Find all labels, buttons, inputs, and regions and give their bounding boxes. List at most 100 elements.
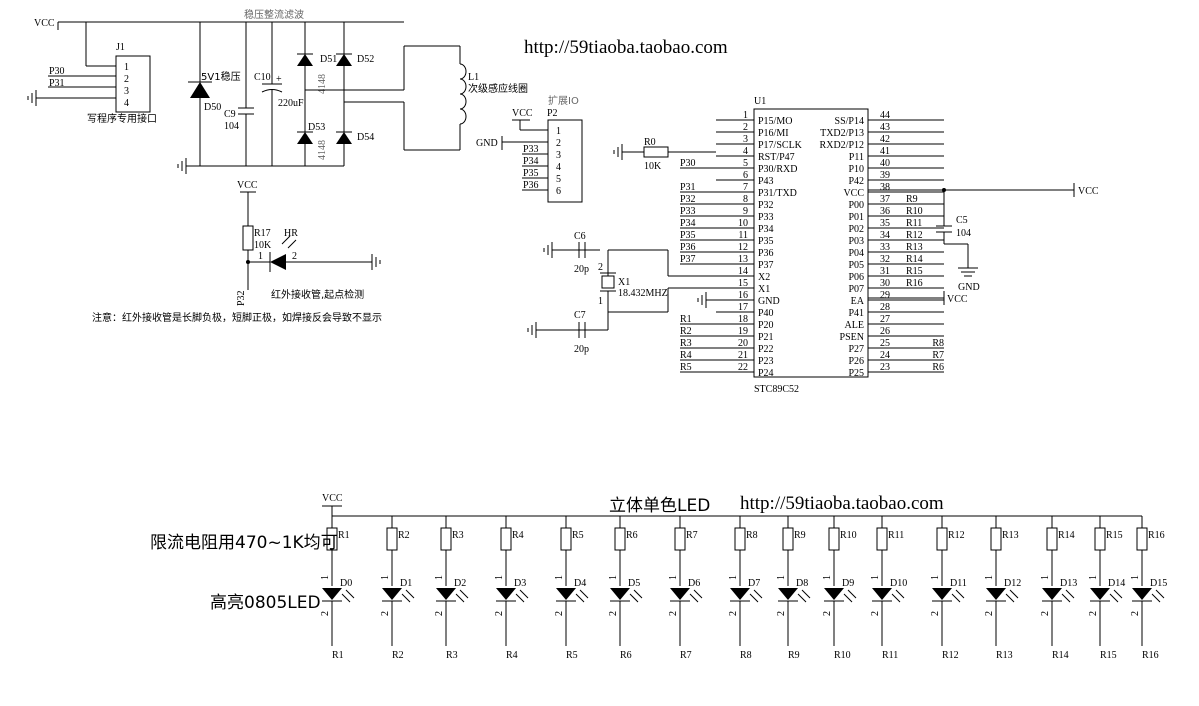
resistor-ref: R7 <box>686 530 698 541</box>
resistor-ref: R16 <box>1148 530 1165 541</box>
mcu-pin-number: 20 <box>738 338 748 349</box>
diode-ref: D52 <box>357 54 374 65</box>
led-pin: 2 <box>930 611 941 616</box>
light-ray <box>955 589 965 599</box>
p2-pin: 3 <box>556 150 561 161</box>
resistor-icon <box>386 527 398 551</box>
led-pin: 1 <box>822 575 833 580</box>
ground-icon <box>371 254 381 270</box>
mcu-pin-name: P21 <box>758 332 774 343</box>
resistor-ref: R9 <box>794 530 806 541</box>
mcu-pin-number: 41 <box>880 146 890 157</box>
mcu-pin-name: ALE <box>845 320 864 331</box>
light-ray <box>1155 589 1165 599</box>
mcu-net-label: R1 <box>680 314 692 325</box>
led-icon <box>824 588 844 600</box>
resistor-ref: R11 <box>888 530 904 541</box>
mcu-pin-name: P23 <box>758 356 774 367</box>
mcu-pin-number: 15 <box>738 278 748 289</box>
mcu-pin-name: RST/P47 <box>758 152 795 163</box>
hr-pin: 2 <box>292 251 297 262</box>
led-ref: D2 <box>454 578 466 589</box>
r0-value: 10K <box>644 161 662 172</box>
ground-icon <box>527 322 537 338</box>
p2-pin: 1 <box>556 126 561 137</box>
led-net-label: R6 <box>620 650 632 661</box>
mcu-pin-name: P42 <box>848 176 864 187</box>
extension-io: 扩展IO VCC P2 1 2 3 4 5 6 GND P33 P34 P35 … <box>476 94 583 203</box>
led-pin: 1 <box>930 575 941 580</box>
diode-icon <box>297 53 313 66</box>
mcu-net-label: R9 <box>906 194 918 205</box>
led-icon <box>730 588 750 600</box>
mcu-pin-name: RXD2/P12 <box>820 140 864 151</box>
mcu-pin-name: X2 <box>758 272 770 283</box>
capacitor-icon <box>238 107 254 115</box>
inductor-icon <box>459 63 467 125</box>
led-icon <box>1042 588 1062 600</box>
mcu-net-label: R16 <box>906 278 923 289</box>
light-ray <box>633 589 643 599</box>
mcu-net-label: P31 <box>680 182 696 193</box>
led-ref: D4 <box>574 578 586 589</box>
mcu-pin-number: 7 <box>743 182 748 193</box>
mcu-net-label: R4 <box>680 350 692 361</box>
mcu-net-label: R14 <box>906 254 923 265</box>
resistor-ref: R12 <box>948 530 965 541</box>
mcu-pin-name: SS/P14 <box>835 116 864 127</box>
resistor-ref: R5 <box>572 530 584 541</box>
mcu-pin-name: TXD2/P13 <box>820 128 864 139</box>
led-pin: 2 <box>608 611 619 616</box>
led-net-label: R13 <box>996 650 1013 661</box>
mcu-pin-number: 44 <box>880 110 890 121</box>
vcc-label: VCC <box>1078 186 1099 197</box>
photodiode-icon <box>269 235 297 272</box>
ground-icon <box>543 242 553 258</box>
led-icon <box>872 588 892 600</box>
mcu-pin-name: P10 <box>848 164 864 175</box>
mcu-pin-name: P11 <box>849 152 864 163</box>
led-icon <box>1090 588 1110 600</box>
mcu-net-label: P32 <box>680 194 696 205</box>
r17-ref: R17 <box>254 228 271 239</box>
mcu-pin-name: P43 <box>758 176 774 187</box>
led-pin: 1 <box>984 575 995 580</box>
ground-icon <box>177 158 187 174</box>
mcu-pin-number: 40 <box>880 158 890 169</box>
diode-icon <box>336 131 352 144</box>
mcu-pin-name: P25 <box>848 368 864 379</box>
led-pin: 2 <box>494 611 505 616</box>
ir-note: 注意：红外接收管是长脚负极，短脚正极，如焊接反会导致不显示 <box>92 311 382 324</box>
mcu-net-label: R13 <box>906 242 923 253</box>
led-ref: D8 <box>796 578 808 589</box>
mcu-pin-number: 37 <box>880 194 890 205</box>
mcu-pin-name: P06 <box>848 272 864 283</box>
mcu-pin-number: 36 <box>880 206 890 217</box>
resistor-icon <box>242 225 254 251</box>
mcu-net-label: R6 <box>932 362 944 373</box>
p2-pin: 5 <box>556 174 561 185</box>
hr-ref: HR <box>284 228 298 239</box>
mcu-pin-name: P07 <box>848 284 864 295</box>
mcu-pin-number: 8 <box>743 194 748 205</box>
led-ref: D6 <box>688 578 700 589</box>
top-url: http://59tiaoba.taobao.com <box>524 37 728 58</box>
mcu-pin-number: 3 <box>743 134 748 145</box>
mcu-net-label: R2 <box>680 326 692 337</box>
mcu-pin-number: 32 <box>880 254 890 265</box>
mcu-pin-name: P27 <box>848 344 864 355</box>
zener-diode-icon <box>188 81 212 98</box>
led-pin: 2 <box>434 611 445 616</box>
light-ray <box>575 593 585 603</box>
x1-pin: 2 <box>598 262 603 273</box>
light-ray <box>1061 593 1071 603</box>
light-ray <box>405 589 415 599</box>
led-ref: D12 <box>1004 578 1021 589</box>
led-net-label: R11 <box>882 650 898 661</box>
c9-ref: C9 <box>224 109 236 120</box>
mcu-pin-number: 30 <box>880 278 890 289</box>
light-ray <box>847 589 857 599</box>
